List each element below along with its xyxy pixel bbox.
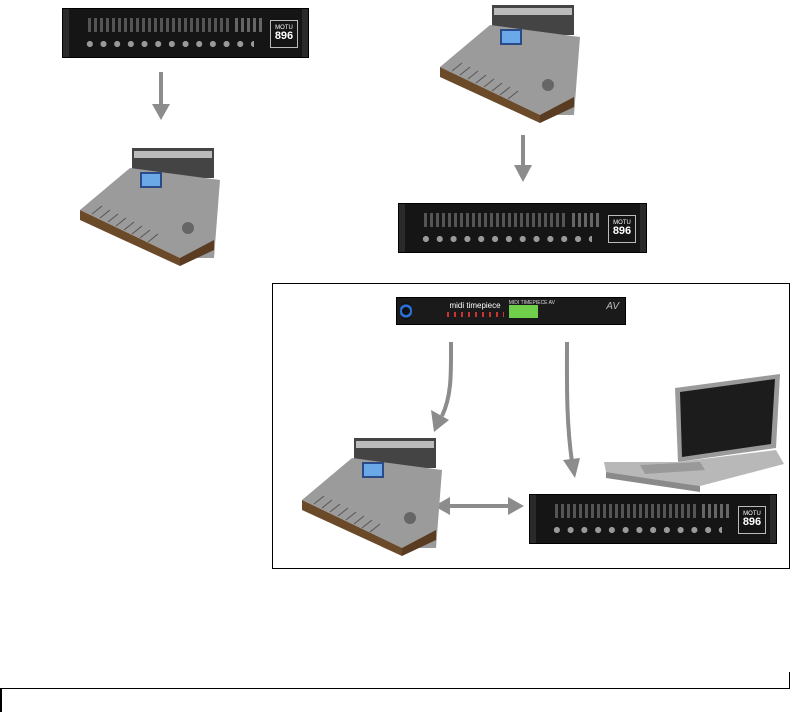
arrow-interface-to-console-left [152,72,170,120]
interface-brand: MOTU [743,511,761,518]
jog-wheel-icon [404,512,416,524]
mixing-console-left [80,148,220,266]
midi-timepiece-device: midi timepiece MIDI TIMEPIECE AV AV [396,297,626,325]
interface-badge: MOTU 896 [738,505,766,535]
interface-brand: MOTU [613,220,631,227]
arrow-console-to-interface-right [514,135,532,182]
lcd-display [508,304,539,318]
jog-knob-icon [400,301,412,321]
midi-model-text: MIDI TIMEPIECE AV [508,300,555,307]
interface-badge: MOTU 896 [608,214,636,244]
page-footer-right-edge [789,672,790,689]
interface-model: 896 [742,516,762,529]
interface-model: 896 [274,30,294,43]
page-footer-left-edge [0,688,2,712]
arrow-midi-to-console [431,341,454,432]
page-footer-rule [0,688,789,689]
audio-interface-boxed: MOTU 896 [529,494,777,544]
interface-badge: MOTU 896 [270,19,298,49]
midi-av-label: AV [606,300,619,312]
midi-brand-text: midi timepiece [449,301,501,311]
arrow-midi-to-interface [563,341,580,478]
jog-wheel-icon [542,79,554,91]
laptop-icon [604,374,784,492]
interface-brand: MOTU [275,25,293,32]
jog-wheel-icon [182,222,194,234]
arrow-console-interface-bidirectional [434,497,524,515]
mixing-console-top-right [440,5,580,123]
audio-interface-middle-right: MOTU 896 [398,203,647,253]
mixing-console-boxed [302,438,442,556]
interface-model: 896 [612,225,632,238]
setup-group-frame [272,283,790,569]
audio-interface-top-left: MOTU 896 [62,8,309,58]
